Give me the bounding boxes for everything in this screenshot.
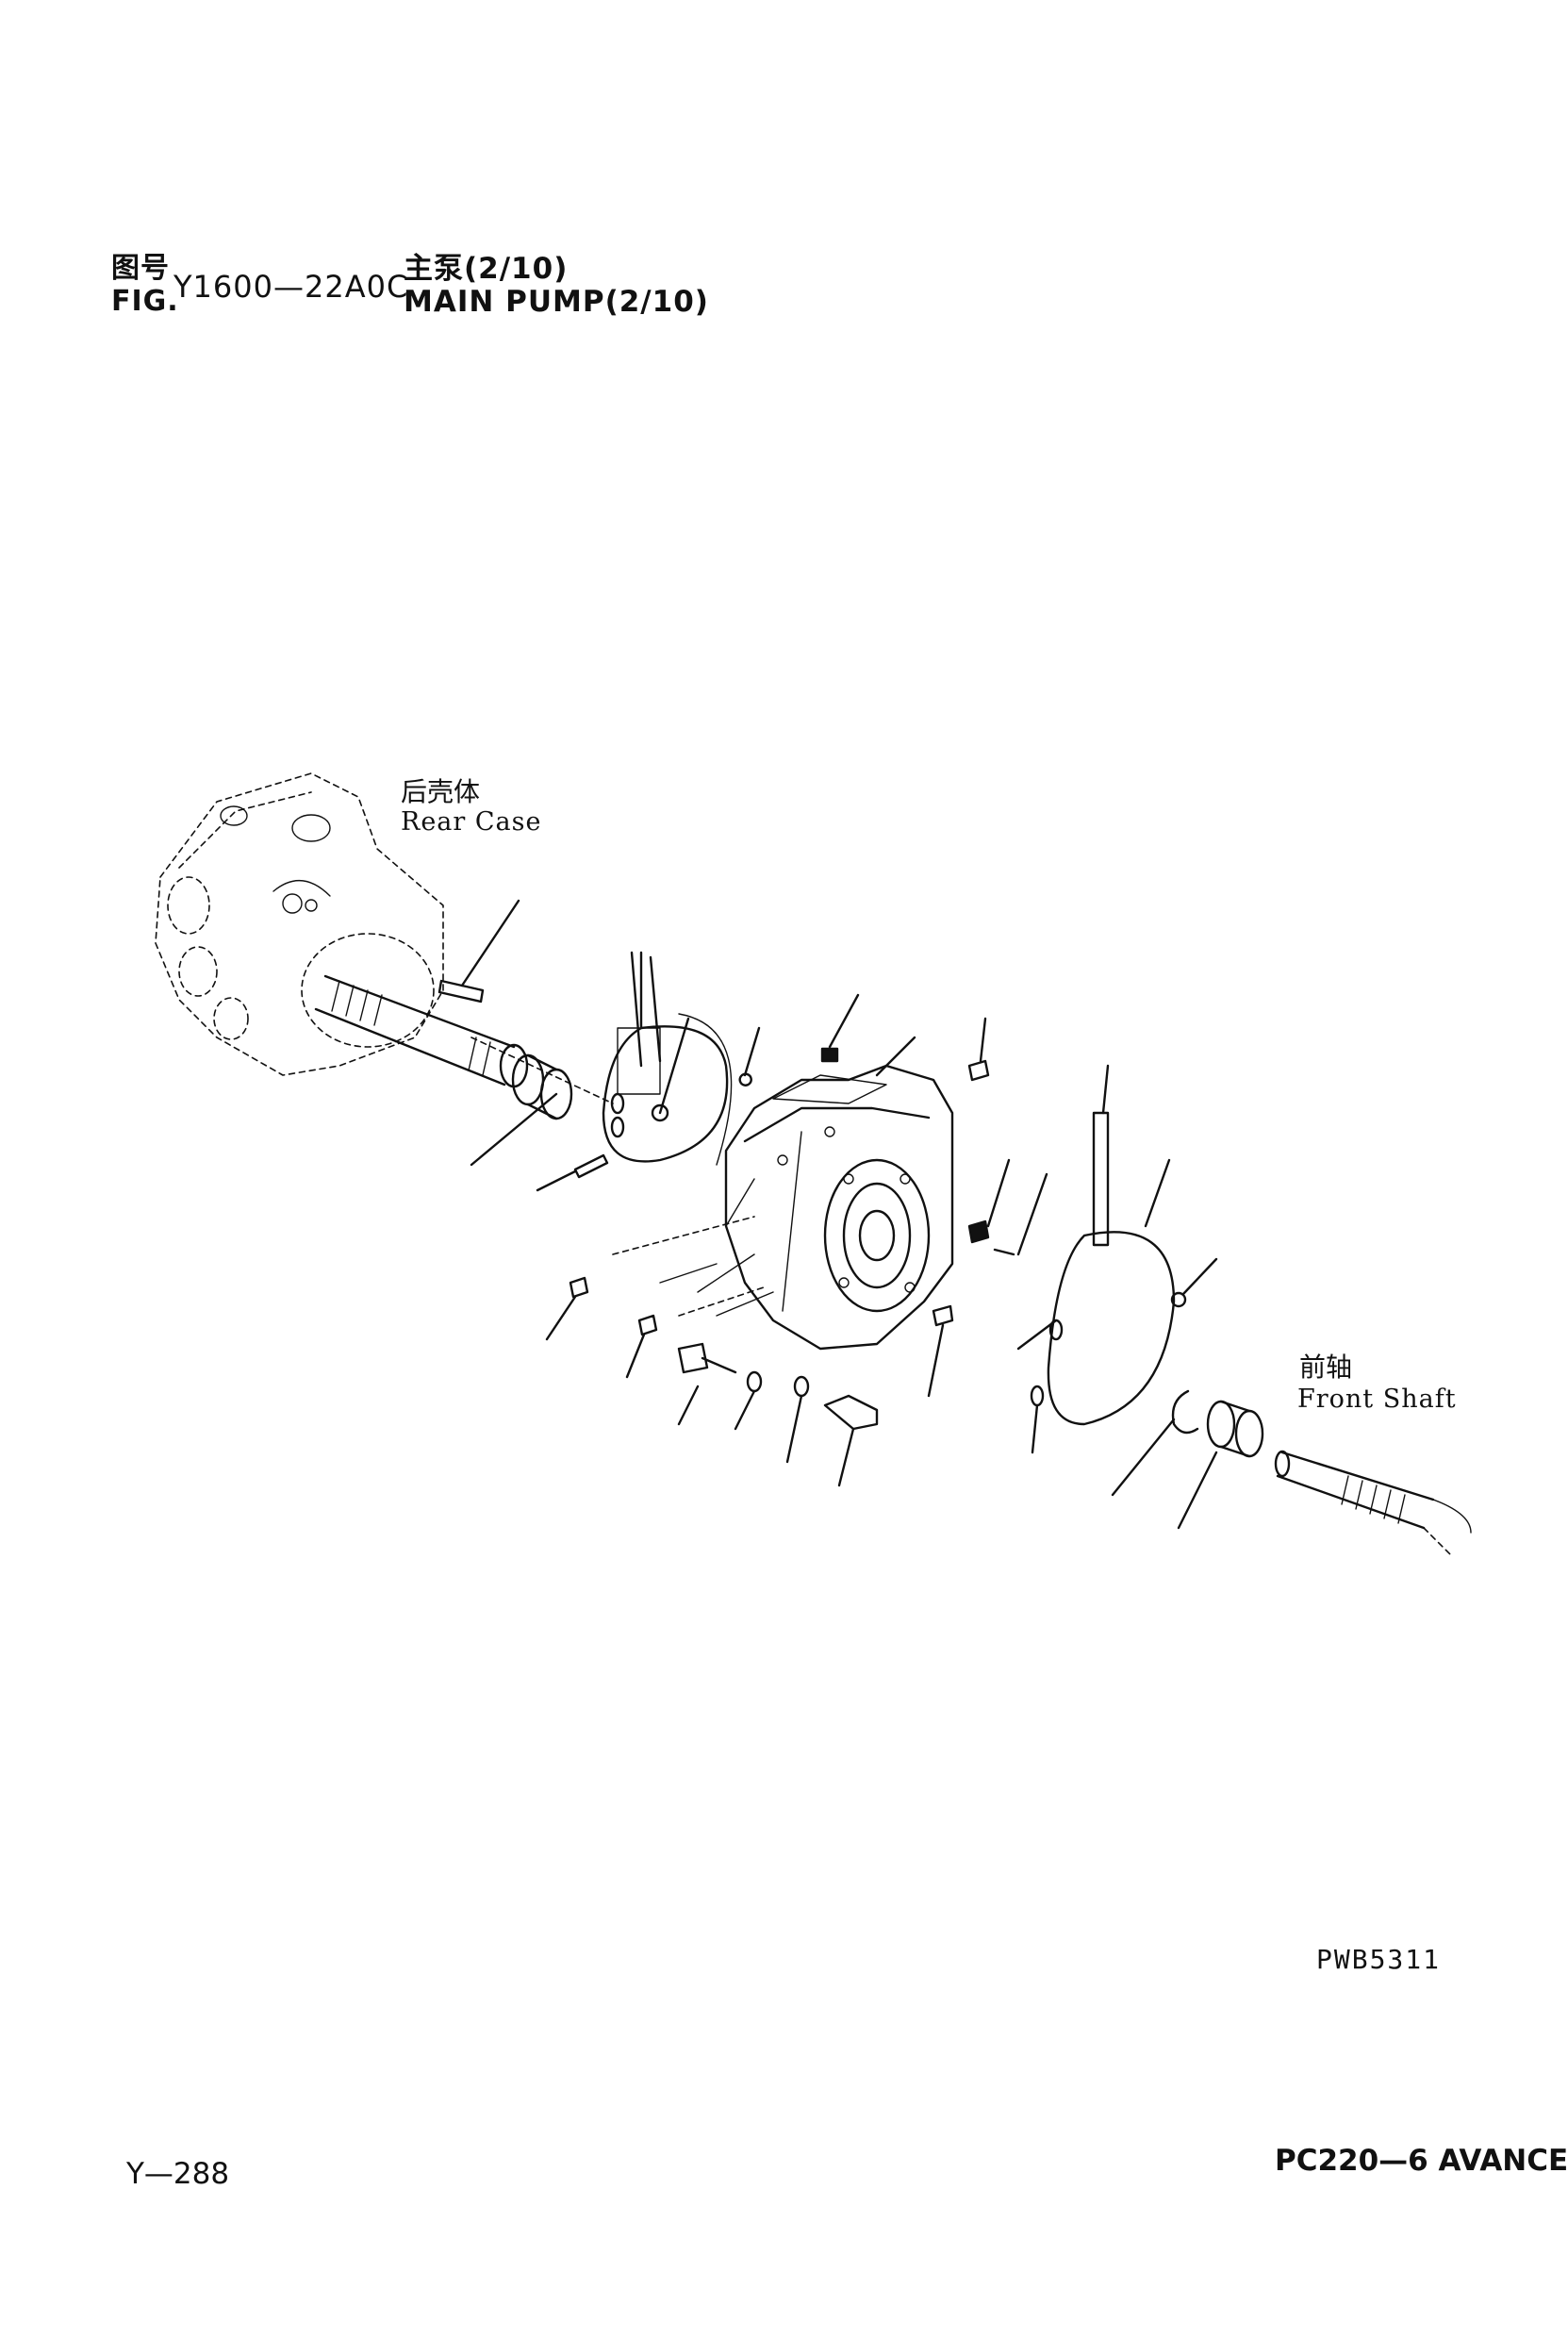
fig-label-cn: 图号 (111, 252, 170, 285)
front-shaft-label-en: Front Shaft (1297, 1385, 1457, 1414)
exploded-pump-drawing (155, 772, 1472, 1557)
assembly-lines (470, 1037, 765, 1317)
front-shaft (1274, 1450, 1472, 1557)
valve-plate (602, 951, 761, 1166)
front-shaft-label-cn: 前轴 (1299, 1352, 1353, 1383)
rear-case-label-cn: 后壳体 (401, 776, 481, 807)
upper-right-plug (967, 1017, 990, 1082)
rear-case-phantom (155, 772, 444, 1076)
top-plug (820, 993, 860, 1063)
fig-label-en: FIG. (111, 285, 179, 318)
model-name: PC220—6 AVANCE (1275, 2144, 1568, 2178)
drawing-code: PWB5311 (1316, 1944, 1442, 1975)
pump-housing (659, 1036, 954, 1351)
front-bearing (1177, 1400, 1264, 1530)
front-seals (1016, 1064, 1218, 1454)
plate-fittings (536, 1092, 625, 1192)
lower-bolts (677, 1304, 954, 1487)
rear-pin (437, 899, 520, 1004)
title-cn: 主泵(2/10) (404, 252, 569, 286)
rear-case-label-en: Rear Case (401, 807, 542, 837)
rear-bearing (470, 1053, 573, 1167)
rear-shaft (314, 974, 529, 1088)
snap-ring (1111, 1389, 1199, 1497)
left-plugs (545, 1276, 658, 1379)
fig-number: Y1600—22A0C (173, 269, 409, 305)
page-number: Y—288 (126, 2157, 230, 2191)
title-en: MAIN PUMP(2/10) (404, 285, 709, 319)
right-mid-fittings (967, 1158, 1048, 1256)
